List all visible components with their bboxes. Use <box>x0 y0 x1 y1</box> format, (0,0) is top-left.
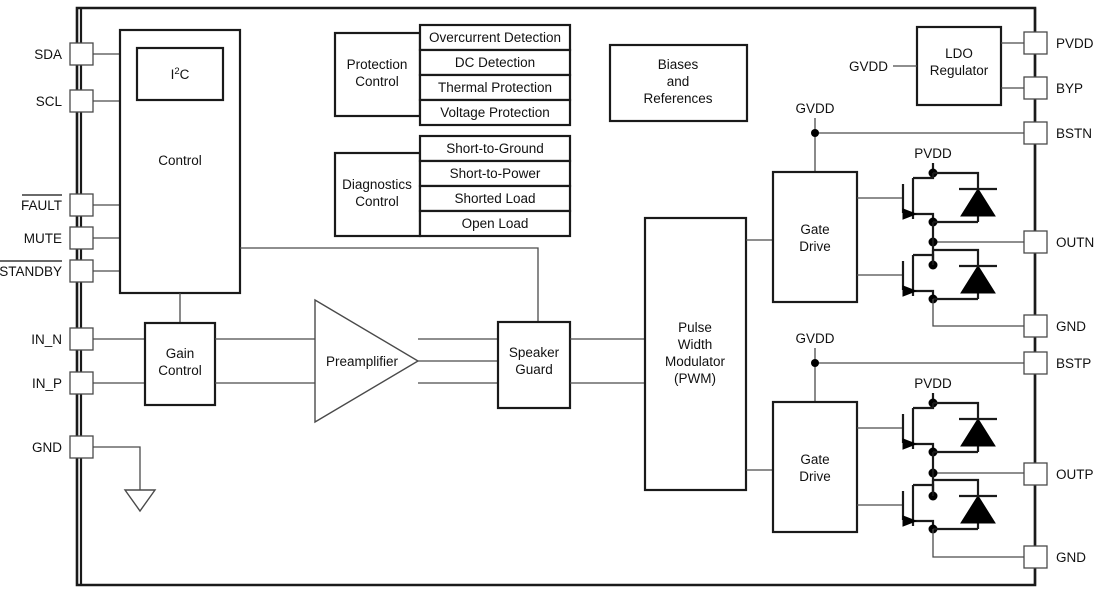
block-pwm-line4: (PWM) <box>674 371 716 386</box>
protection-item-1: DC Detection <box>455 55 535 70</box>
block-pwm-line2: Width <box>678 337 713 352</box>
pin-in-p-label: IN_P <box>32 376 62 391</box>
block-pwm-line1: Pulse <box>678 320 712 335</box>
block-i2c: I2C <box>135 46 225 102</box>
pin-gnd-left-label: GND <box>32 440 62 455</box>
pin-gnd-bottom-right-label: GND <box>1056 550 1086 565</box>
ldo-gvdd-label: GVDD <box>849 59 888 74</box>
block-gate-drive-bottom-line1: Gate <box>800 452 829 467</box>
mosfet-high-side-bottom <box>857 401 997 457</box>
block-pwm-line3: Modulator <box>665 354 726 369</box>
pin-scl-label: SCL <box>36 94 63 109</box>
pin-in-n[interactable]: IN_N <box>31 327 145 351</box>
pin-scl[interactable]: SCL <box>36 89 120 113</box>
block-biases-line3: References <box>643 91 712 106</box>
block-gate-drive-top-line1: Gate <box>800 222 829 237</box>
block-biases-line2: and <box>667 74 690 89</box>
protection-item-3: Voltage Protection <box>440 105 550 120</box>
mosfet-low-side-bottom <box>857 478 997 534</box>
protection-item-0: Overcurrent Detection <box>429 30 561 45</box>
diagnostics-item-2: Shorted Load <box>454 191 535 206</box>
mosfet-low-side-top <box>857 248 997 304</box>
wire-gnd-top-bridge <box>932 299 1024 327</box>
gvdd-bottom-label: GVDD <box>795 331 834 346</box>
block-biases-references: Biases and References <box>608 43 749 123</box>
block-gate-drive-bottom: Gate Drive <box>771 400 859 534</box>
pin-mute[interactable]: MUTE <box>24 226 120 250</box>
block-gain-control-line1: Gain <box>166 346 195 361</box>
junction-gvdd-bottom <box>811 359 819 367</box>
diagnostics-list: Short-to-Ground Short-to-Power Shorted L… <box>418 134 572 238</box>
block-gain-control-line2: Control <box>158 363 202 378</box>
block-control-label: Control <box>158 153 202 168</box>
pvdd-top-label: PVDD <box>914 146 952 161</box>
block-diagnostics-control-line2: Control <box>355 194 399 209</box>
pin-fault-label: FAULT <box>21 198 62 213</box>
ground-symbol <box>123 489 157 513</box>
pin-gnd-top-right[interactable]: GND <box>1023 314 1086 338</box>
pvdd-bottom-label: PVDD <box>914 376 952 391</box>
block-speaker-guard-line1: Speaker <box>509 345 560 360</box>
pin-gnd-bottom-right[interactable]: GND <box>1023 545 1086 569</box>
block-pwm: Pulse Width Modulator (PWM) <box>643 216 748 492</box>
junction-gvdd-top <box>811 129 819 137</box>
diagnostics-item-1: Short-to-Power <box>450 166 541 181</box>
block-gain-control: Gain Control <box>143 321 217 407</box>
block-gate-drive-top: Gate Drive <box>771 170 859 304</box>
pin-outp-label: OUTP <box>1056 467 1094 482</box>
pin-bstn[interactable]: BSTN <box>1023 121 1092 145</box>
pin-gnd-left[interactable]: GND <box>32 435 141 490</box>
pin-outp[interactable]: OUTP <box>1023 462 1094 486</box>
pin-byp[interactable]: BYP <box>1023 76 1083 100</box>
protection-item-2: Thermal Protection <box>438 80 552 95</box>
pin-bstn-label: BSTN <box>1056 126 1092 141</box>
diagnostics-item-0: Short-to-Ground <box>446 141 544 156</box>
block-diagnostics-control-line1: Diagnostics <box>342 177 412 192</box>
block-speaker-guard: Speaker Guard <box>496 320 572 410</box>
pin-standby[interactable]: STANDBY <box>0 259 120 283</box>
block-biases-line1: Biases <box>658 57 699 72</box>
pin-in-n-label: IN_N <box>31 332 62 347</box>
block-preamplifier: Preamplifier <box>314 298 420 424</box>
gvdd-top-label: GVDD <box>795 101 834 116</box>
block-protection-control-line2: Control <box>355 74 399 89</box>
pin-bstp[interactable]: BSTP <box>1023 351 1091 375</box>
block-i2c-label: I2C <box>171 66 190 83</box>
block-protection-control-line1: Protection <box>347 57 408 72</box>
block-ldo-line1: LDO <box>945 46 973 61</box>
block-ldo-regulator: LDO Regulator <box>915 25 1003 107</box>
wire-control-speakerguard <box>240 247 539 322</box>
pin-sda-label: SDA <box>34 47 62 62</box>
pin-outn[interactable]: OUTN <box>1023 230 1094 254</box>
pin-bstp-label: BSTP <box>1056 356 1091 371</box>
pin-mute-label: MUTE <box>24 231 62 246</box>
block-speaker-guard-line2: Guard <box>515 362 553 377</box>
pin-sda[interactable]: SDA <box>34 42 120 66</box>
block-protection-control: Protection Control <box>333 31 422 118</box>
pin-standby-label: STANDBY <box>0 264 62 279</box>
diagnostics-item-3: Open Load <box>462 216 529 231</box>
mosfet-high-side-top <box>857 171 997 227</box>
pin-in-p[interactable]: IN_P <box>32 371 145 395</box>
pin-pvdd-label: PVDD <box>1056 36 1094 51</box>
block-gate-drive-top-line2: Drive <box>799 239 831 254</box>
pin-byp-label: BYP <box>1056 81 1083 96</box>
block-preamplifier-label: Preamplifier <box>326 354 399 369</box>
block-diagnostics-control: Diagnostics Control <box>333 151 422 238</box>
pin-outn-label: OUTN <box>1056 235 1094 250</box>
wire-gnd-bottom-bridge <box>932 529 1024 558</box>
protection-list: Overcurrent Detection DC Detection Therm… <box>418 23 572 127</box>
block-ldo-line2: Regulator <box>930 63 989 78</box>
pin-fault[interactable]: FAULT <box>21 193 120 217</box>
pin-pvdd[interactable]: PVDD <box>1023 31 1094 55</box>
pin-gnd-top-right-label: GND <box>1056 319 1086 334</box>
block-gate-drive-bottom-line2: Drive <box>799 469 831 484</box>
